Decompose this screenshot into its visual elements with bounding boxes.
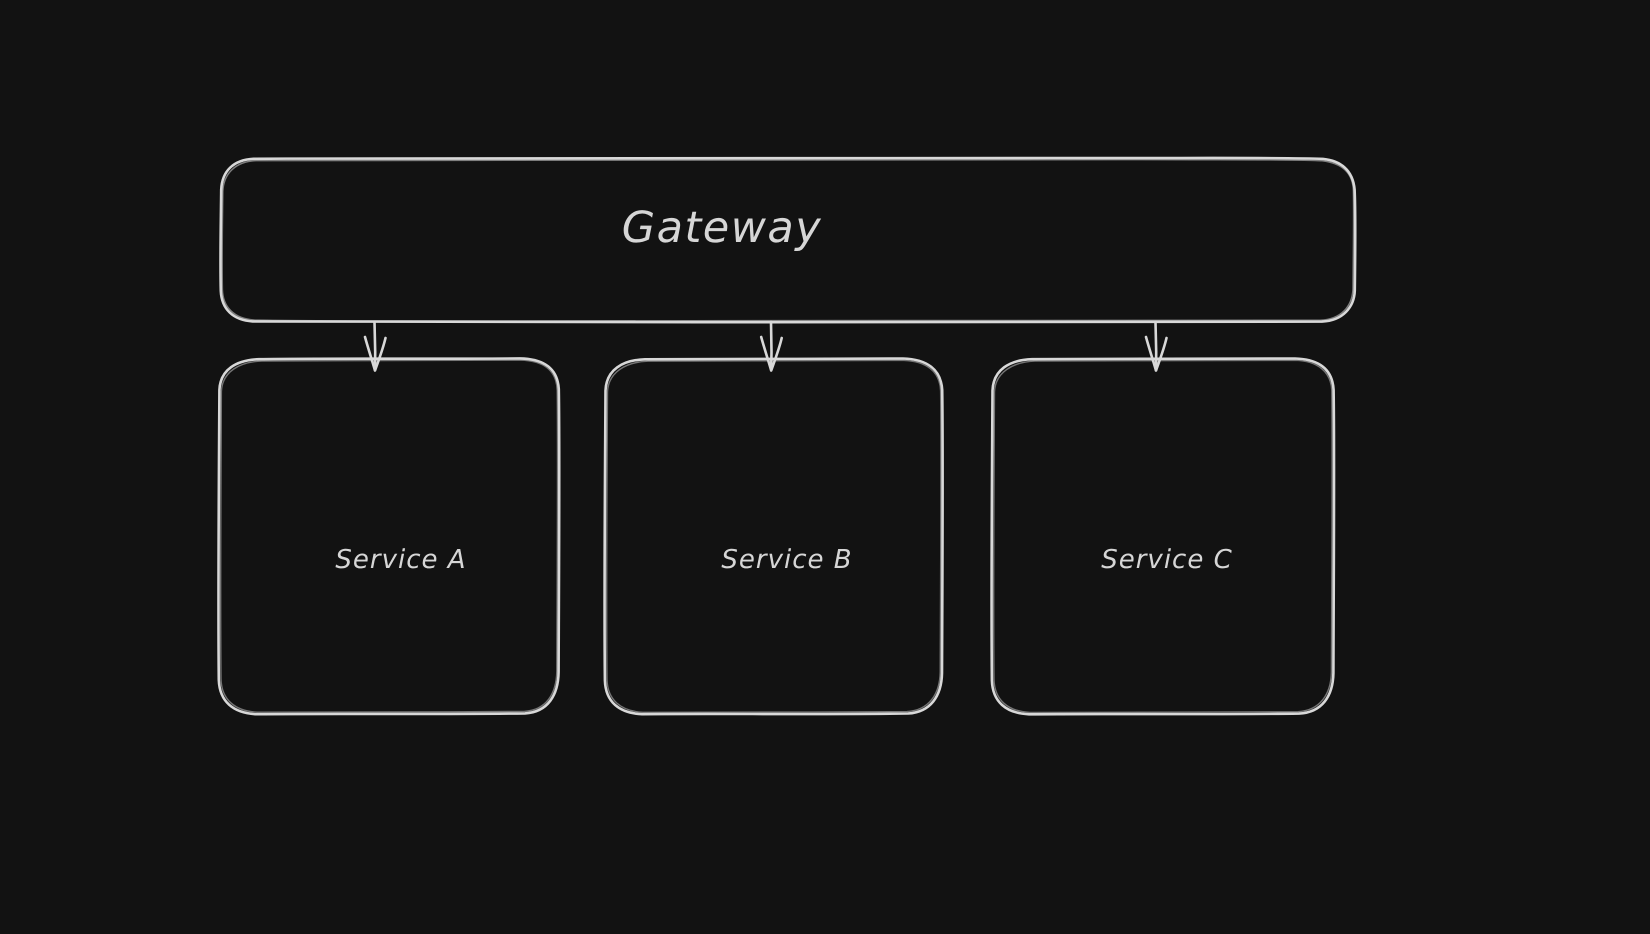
service-c-box-outline-overstroke <box>992 359 1333 714</box>
node-gateway[interactable] <box>221 158 1355 322</box>
service-c-box-outline <box>990 357 1336 716</box>
gateway-to-service-b-arrowhead-icon <box>759 335 783 372</box>
gateway-to-service-c-arrowhead-icon <box>1144 335 1168 372</box>
node-service-a[interactable] <box>228 378 583 755</box>
service-a-box-outline-overstroke <box>219 359 559 713</box>
gateway-box-outline-overstroke <box>221 158 1355 322</box>
gateway-to-service-c-line <box>1154 320 1158 372</box>
node-gateway-shape[interactable] <box>219 156 1357 324</box>
node-service-c[interactable] <box>1000 378 1360 755</box>
service-a-box-outline <box>217 357 561 716</box>
gateway-box-outline <box>219 156 1357 324</box>
node-label-service-c: Service C <box>1101 545 1233 575</box>
node-service-a-shape[interactable] <box>217 357 561 716</box>
gateway-to-service-b-line <box>769 320 773 372</box>
node-service-c-shape[interactable] <box>990 357 1336 716</box>
edge-gateway-to-service-b[interactable] <box>759 320 783 372</box>
service-b-box-outline <box>603 357 944 716</box>
edge-gateway-to-service-c[interactable] <box>1144 320 1168 372</box>
node-service-b-shape[interactable] <box>603 357 944 716</box>
service-b-box-outline-overstroke <box>605 359 942 713</box>
node-label-service-a: Service A <box>335 545 467 575</box>
gateway-to-service-a-line <box>373 320 377 372</box>
node-label-service-b: Service B <box>721 545 853 575</box>
node-label-gateway: Gateway <box>621 203 823 253</box>
edge-gateway-to-service-a[interactable] <box>363 320 387 372</box>
gateway-to-service-a-arrowhead-icon <box>363 335 387 372</box>
node-service-b[interactable] <box>613 378 970 755</box>
